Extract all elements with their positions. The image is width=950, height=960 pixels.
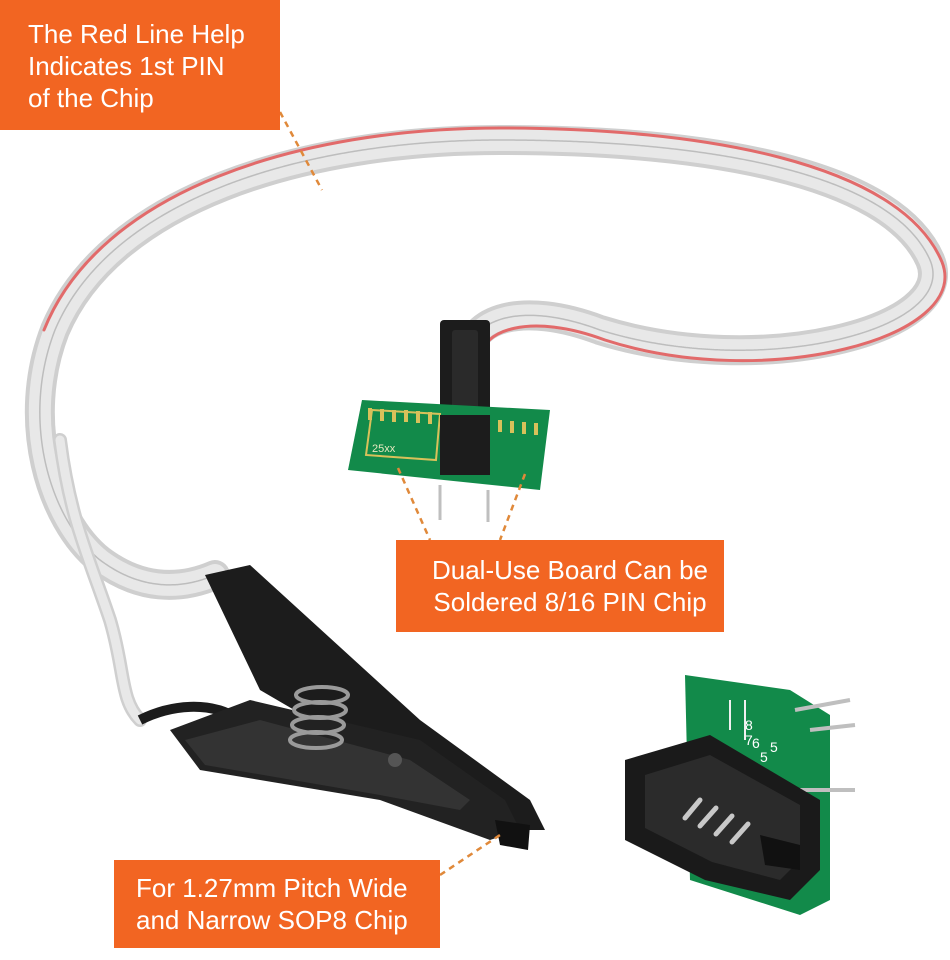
callout-box-dual-use [396,540,724,632]
callout-red-line: The Red Line Help Indicates 1st PIN of t… [0,0,280,130]
callout-red-line-line-1: The Red Line Help [28,19,245,49]
callout-pitch-line-1: For 1.27mm Pitch Wide [136,873,408,903]
callout-pitch-line-2: and Narrow SOP8 Chip [136,905,408,935]
dual-use-board: 25xx [348,320,550,522]
callout-dual-use-line-2: Soldered 8/16 PIN Chip [433,587,707,617]
adapter-pin-label-3: 8 [745,717,753,733]
idc-adapter: 7 5 8 6 5 [625,675,856,915]
clip-spring [288,685,350,750]
adapter-pin-label-4: 6 [752,735,760,751]
ribbon-cable [24,124,948,727]
callout-leader-lines [278,111,527,877]
adapter-pin-label-5: 5 [770,739,778,755]
adapter-pin-label-2: 5 [760,749,768,765]
callout-box-red-line [0,0,280,130]
adapter-pin-label-1: 7 [745,732,753,748]
callout-box-pitch [114,860,440,948]
callout-pitch: For 1.27mm Pitch Wide and Narrow SOP8 Ch… [114,860,440,948]
sop8-test-clip [137,565,545,850]
board-silkscreen-text: 25xx [372,443,396,455]
callout-red-line-line-3: of the Chip [28,83,154,113]
callout-red-line-line-2: Indicates 1st PIN [28,51,225,81]
callout-dual-use-line-1: Dual-Use Board Can be [431,555,709,585]
callout-dual-use: Dual-Use Board Can be Soldered 8/16 PIN … [396,540,724,632]
